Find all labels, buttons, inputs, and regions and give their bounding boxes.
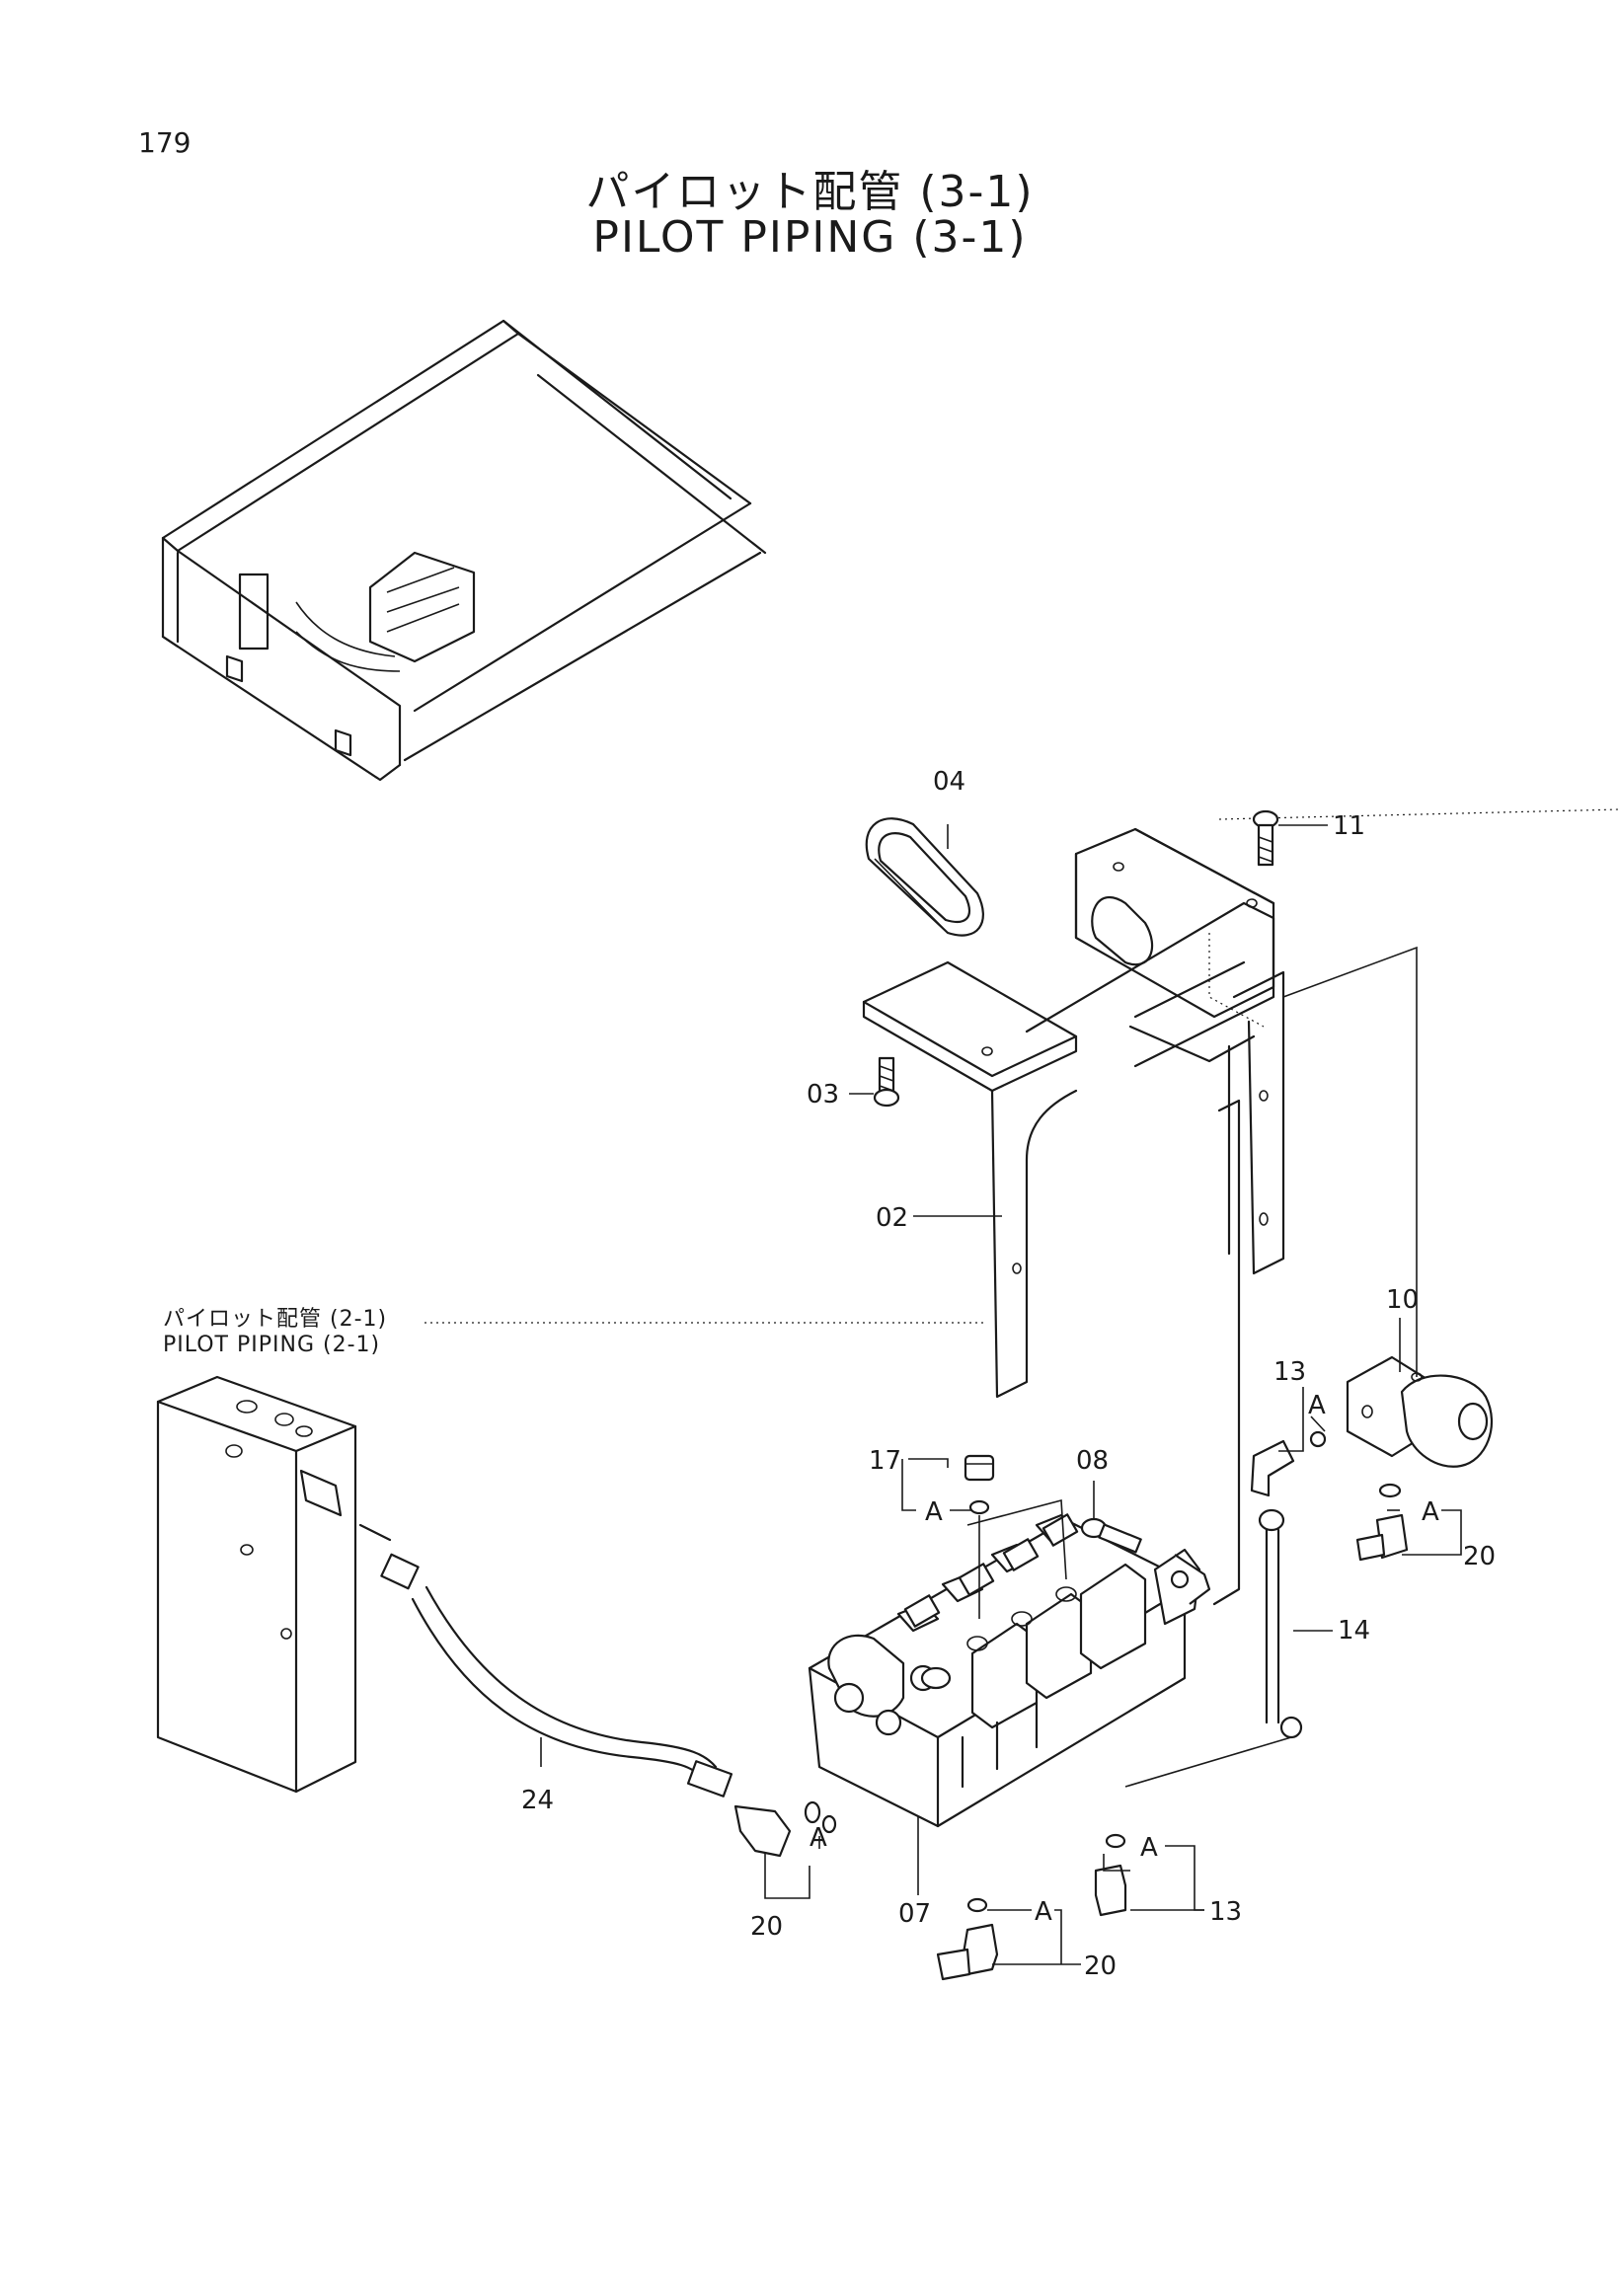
straight-fitting-13-lower (1094, 1833, 1127, 1917)
detail-mark-a: A (1308, 1391, 1326, 1420)
callout-17: 17 (869, 1446, 901, 1476)
elbow-fitting-20-lower (936, 1897, 999, 1981)
page-title-en: PILOT PIPING (3-1) (592, 212, 1028, 263)
callout-07: 07 (898, 1899, 931, 1929)
detail-mark-a: A (810, 1823, 827, 1853)
bolt-11 (1252, 809, 1279, 867)
leader-lines (540, 824, 1462, 1965)
page-title-jp: パイロット配管 (3-1) (585, 167, 1035, 217)
elbow-fitting-13-upper (1250, 1430, 1327, 1497)
mounting-bracket-02 (424, 808, 1620, 1606)
callout-20-left: 20 (750, 1912, 783, 1942)
callout-08: 08 (1076, 1446, 1109, 1476)
callout-20-lower: 20 (1084, 1952, 1117, 1981)
plug-17 (964, 1454, 995, 1619)
detail-mark-a: A (1422, 1497, 1439, 1527)
callout-14: 14 (1338, 1616, 1370, 1645)
callout-20-right: 20 (1463, 1542, 1496, 1571)
detail-mark-a: A (1035, 1897, 1052, 1927)
machine-overview-illustration (161, 319, 767, 782)
detail-mark-a: A (925, 1497, 943, 1527)
solenoid-valve-10 (1282, 946, 1494, 1468)
elbow-fitting-20-right (1355, 1483, 1409, 1562)
callout-03: 03 (807, 1080, 839, 1110)
control-valve-07 (808, 1498, 1211, 1828)
pilot-valve-block (156, 1375, 357, 1794)
cross-reference-en: PILOT PIPING (2-1) (163, 1333, 381, 1357)
callout-11: 11 (1333, 811, 1365, 841)
seal-gasket-04 (865, 817, 984, 937)
callout-10: 10 (1386, 1285, 1419, 1315)
bolt-03 (873, 1056, 900, 1108)
callout-02: 02 (876, 1203, 908, 1233)
pipe-14 (1124, 1508, 1303, 1788)
cross-reference-jp: パイロット配管 (2-1) (163, 1307, 388, 1332)
callout-13-lower: 13 (1209, 1897, 1242, 1927)
detail-mark-a: A (1140, 1833, 1158, 1863)
bolt-08 (1080, 1517, 1142, 1554)
pilot-hose-24 (358, 1523, 837, 1858)
callout-24: 24 (521, 1786, 554, 1815)
callout-04: 04 (933, 767, 965, 797)
callout-13-upper: 13 (1273, 1357, 1306, 1387)
page-number: 179 (138, 126, 192, 159)
